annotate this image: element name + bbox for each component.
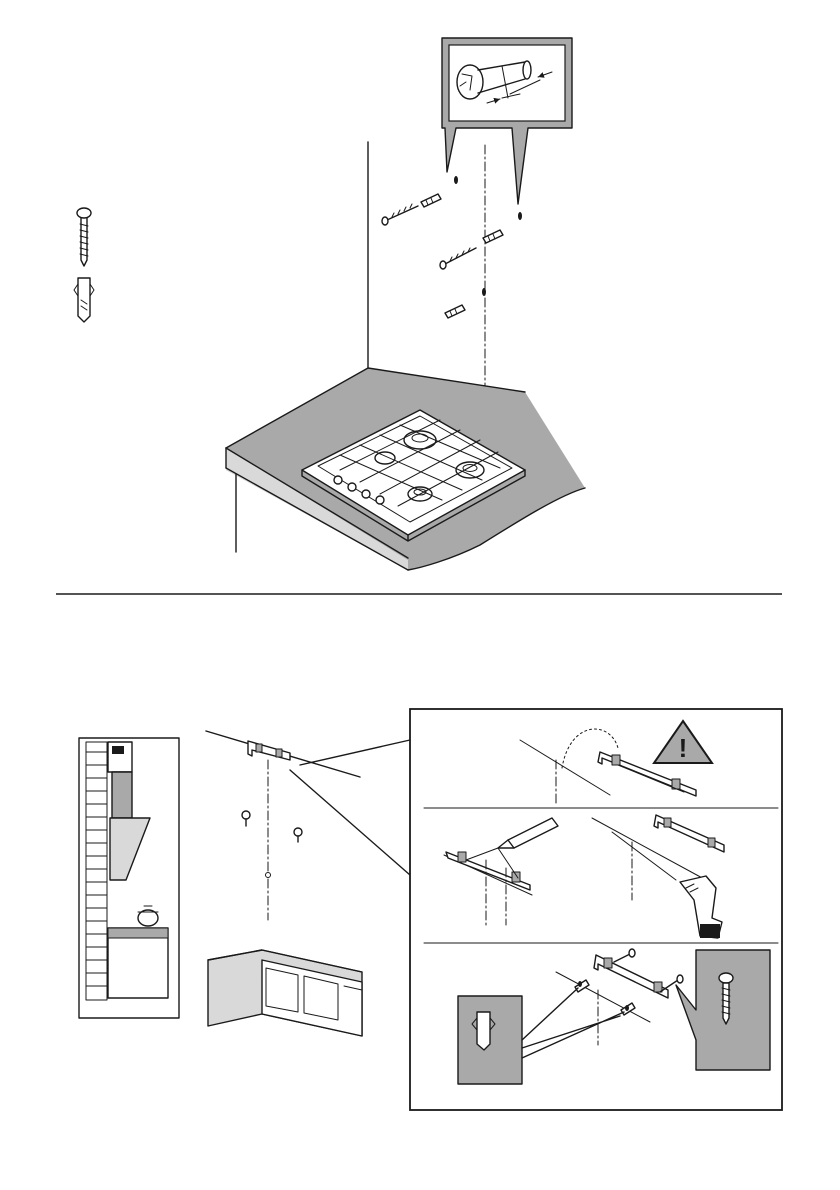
wall-bracket-position bbox=[206, 731, 410, 1036]
wall-hole bbox=[454, 176, 458, 184]
screw-and-plug-set-2 bbox=[440, 230, 503, 269]
warning-glyph: ! bbox=[679, 733, 688, 763]
wall-hole bbox=[518, 212, 522, 220]
wall-plug-detail-callout bbox=[442, 38, 572, 204]
screw-icon bbox=[294, 828, 302, 842]
wall-plug-icon bbox=[74, 278, 94, 322]
hob-on-worktop bbox=[226, 368, 585, 570]
kitchen-elevation bbox=[79, 738, 179, 1018]
wall-hole bbox=[482, 288, 486, 296]
screw-icon bbox=[77, 208, 91, 266]
wall-plug-3 bbox=[445, 305, 465, 318]
bracket-detail-panel: ! bbox=[410, 709, 782, 1110]
screw-icon bbox=[242, 811, 250, 826]
hob-wall-drilling-figure bbox=[74, 38, 585, 570]
screw-and-plug-set-1 bbox=[382, 194, 441, 225]
bracket-installation-figure: ! bbox=[79, 709, 782, 1110]
